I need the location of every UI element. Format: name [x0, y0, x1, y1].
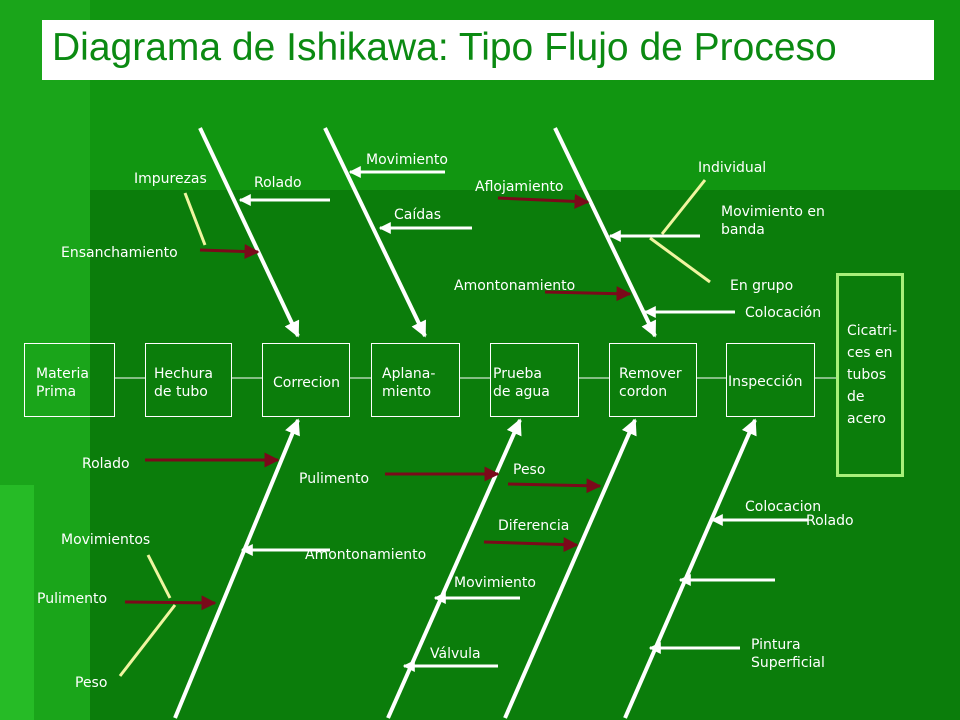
step-hechura-de-tubo: Hechura de tubo: [145, 343, 232, 417]
label-pulimento-mid: Pulimento: [299, 471, 370, 487]
step-prueba-de-agua: Prueba de agua: [490, 343, 579, 417]
page-title: Diagrama de Ishikawa: Tipo Flujo de Proc…: [52, 26, 837, 69]
bone-aplanamiento: [323, 127, 427, 338]
label-movimiento-bottom: Movimiento: [454, 575, 536, 591]
bone-bottom-4: [623, 418, 757, 719]
arrow-peso-mid: [507, 478, 602, 494]
label-pulimento-left: Pulimento: [37, 591, 108, 607]
step-label: Correcion: [273, 375, 340, 391]
red-cause-arrows: [124, 193, 632, 611]
label-aflojamiento: Aflojamiento: [475, 179, 564, 195]
label-individual: Individual: [698, 160, 767, 176]
line-individual: [660, 179, 707, 235]
bone-correcion: [198, 127, 300, 338]
label-amontonamiento-top: Amontonamiento: [454, 278, 576, 294]
white-cause-arrows: [238, 166, 808, 672]
outcome-label: Cicatri- ces en tubos de acero: [847, 323, 898, 427]
label-en-grupo: En grupo: [730, 278, 794, 294]
label-movimiento-top: Movimiento: [366, 152, 448, 168]
step-remover-cordon: Remover cordon: [609, 343, 697, 417]
label-pintura: Pintura Superficial: [751, 637, 825, 671]
step-correcion: Correcion: [262, 343, 350, 417]
main-bones-bottom: [173, 418, 757, 719]
bone-bottom-2: [386, 418, 522, 719]
bone-remover-cordon: [553, 127, 657, 338]
label-colocacion-top: Colocación: [745, 305, 822, 321]
label-colocacion-bottom: Colocacion: [745, 499, 822, 515]
bone-bottom-1: [173, 418, 300, 719]
outcome-box: Cicatri- ces en tubos de acero: [836, 273, 904, 477]
label-movimiento-banda: Movimiento en banda: [721, 204, 825, 238]
label-rolado-right: Rolado: [806, 513, 854, 529]
label-caidas: Caídas: [394, 207, 442, 223]
step-label: Prueba de agua: [493, 366, 550, 400]
bone-bottom-3: [503, 418, 637, 719]
label-valvula: Válvula: [430, 646, 481, 662]
arrow-ensanchamiento: [199, 244, 260, 260]
arrow-amontonamiento-top: [544, 286, 632, 302]
line-impurezas: [183, 192, 207, 246]
label-rolado-top: Rolado: [254, 175, 302, 191]
label-peso-left: Peso: [75, 675, 108, 691]
title-banner: Diagrama de Ishikawa: Tipo Flujo de Proc…: [42, 20, 934, 80]
line-en-grupo: [649, 236, 711, 284]
arrow-aflojamiento: [497, 193, 590, 209]
arrow-diferencia: [483, 537, 579, 553]
arrow-pulimento-left: [124, 595, 217, 611]
label-amontonamiento-bottom: Amontonamiento: [305, 547, 427, 563]
step-label: Remover cordon: [619, 366, 682, 400]
step-label: Hechura de tubo: [154, 366, 213, 400]
label-ensanchamiento: Ensanchamiento: [61, 245, 178, 261]
step-label: Inspección: [728, 374, 803, 390]
step-inspeccion: Inspección: [726, 343, 815, 417]
sub-cause-lines: [118, 179, 711, 677]
step-label: Materia Prima: [36, 366, 89, 400]
main-bones-top: [198, 127, 657, 338]
line-peso: [118, 604, 177, 677]
step-aplanamiento: Aplana- miento: [371, 343, 460, 417]
label-peso-mid: Peso: [513, 462, 546, 478]
label-diferencia: Diferencia: [498, 518, 570, 534]
background-panel-bottom-left: [0, 485, 34, 720]
label-rolado-bottom: Rolado: [82, 456, 130, 472]
line-movimientos: [146, 554, 172, 599]
step-materia-prima: Materia Prima: [24, 343, 115, 417]
step-label: Aplana- miento: [382, 366, 436, 400]
label-movimientos: Movimientos: [61, 532, 151, 548]
label-impurezas: Impurezas: [134, 171, 207, 187]
